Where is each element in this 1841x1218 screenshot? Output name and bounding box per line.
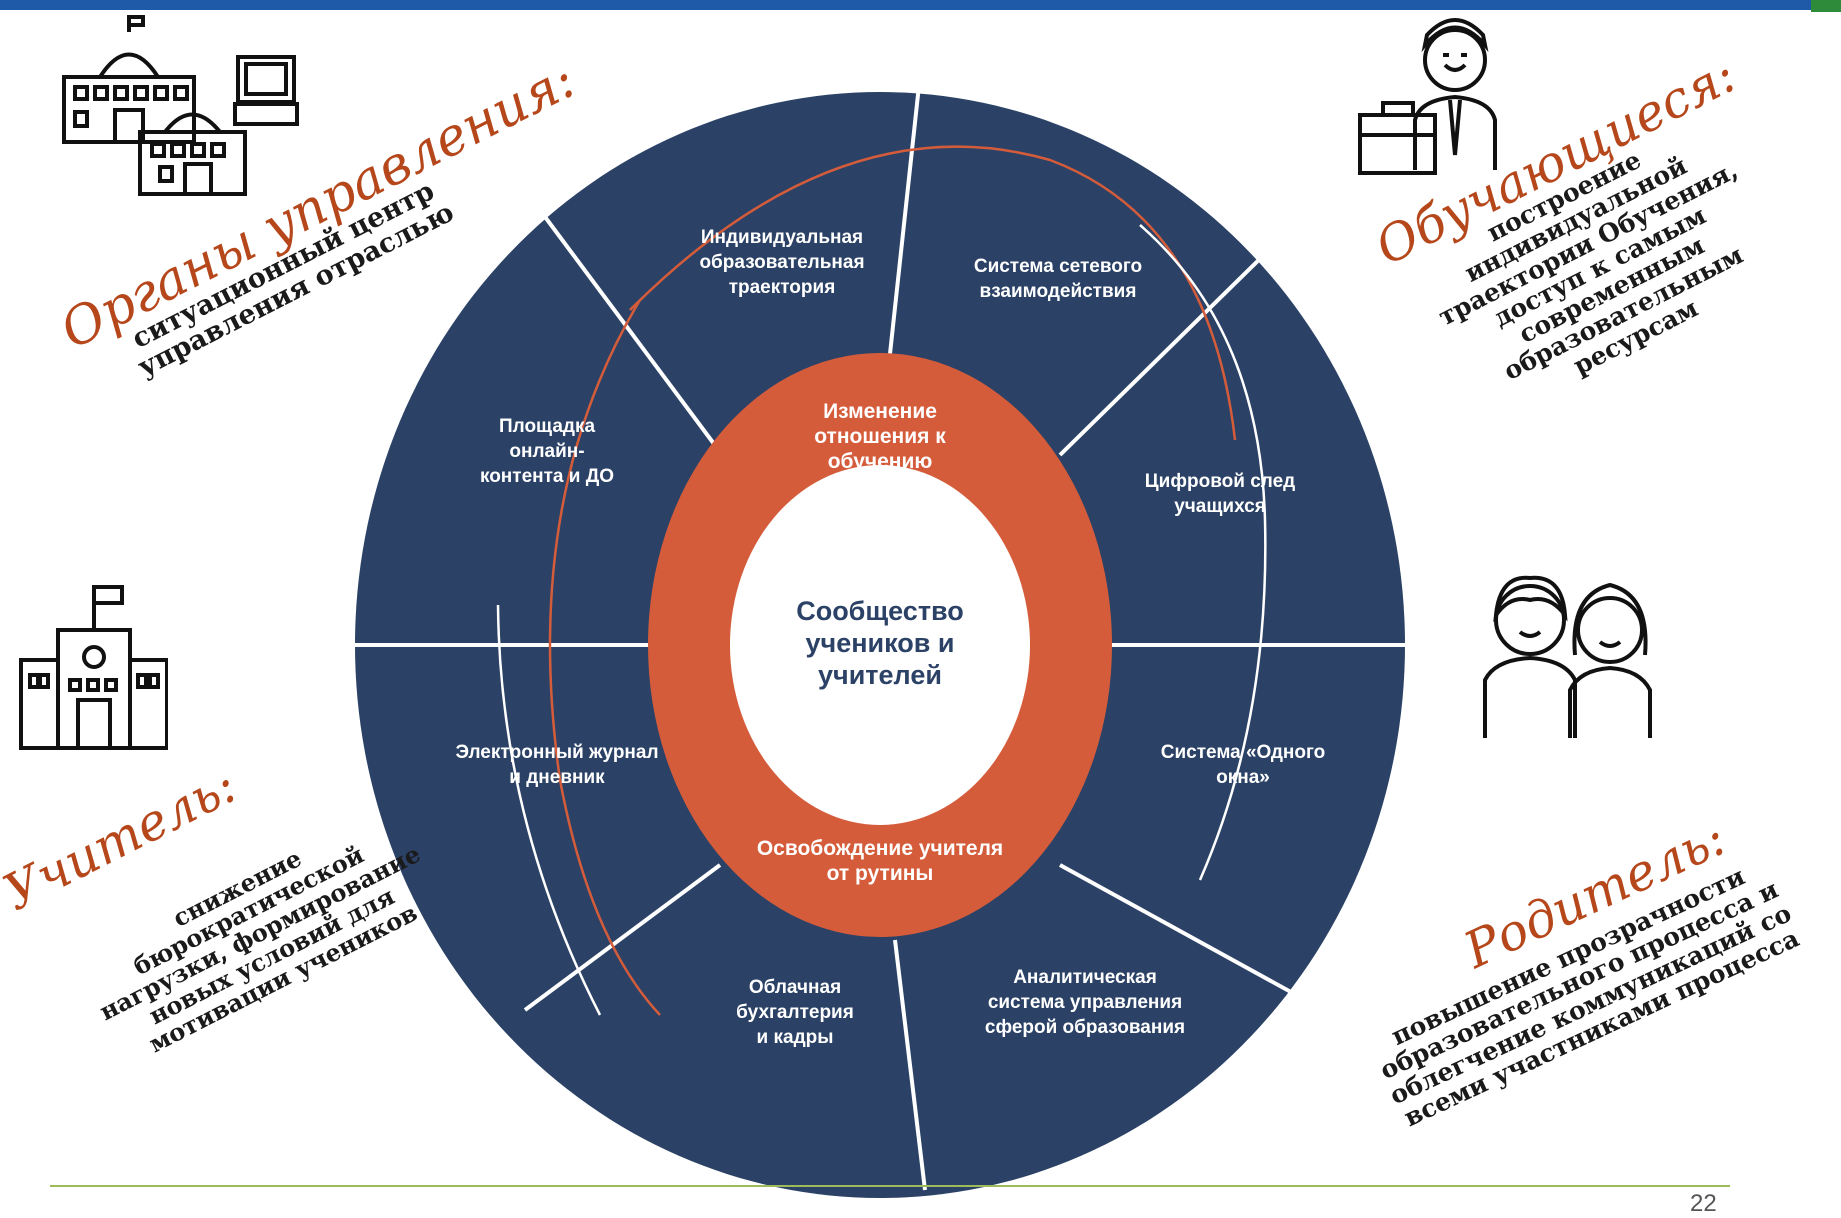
center-circle xyxy=(730,465,1030,825)
parents-icon xyxy=(1470,560,1665,740)
student-with-briefcase-icon xyxy=(1355,5,1505,175)
decorative-arc-white-right xyxy=(1139,224,1267,881)
page-number: 22 xyxy=(1690,1190,1717,1217)
top-bar xyxy=(0,0,1841,10)
top-bar-accent xyxy=(1811,0,1841,12)
footer-line xyxy=(50,1185,1730,1187)
decorative-arc-white-left xyxy=(496,604,602,1016)
decorative-arc-orange xyxy=(629,145,1237,441)
decorative-arc-orange-left xyxy=(548,299,661,1016)
school-building-icon xyxy=(18,575,169,750)
government-buildings-icon xyxy=(60,12,300,197)
